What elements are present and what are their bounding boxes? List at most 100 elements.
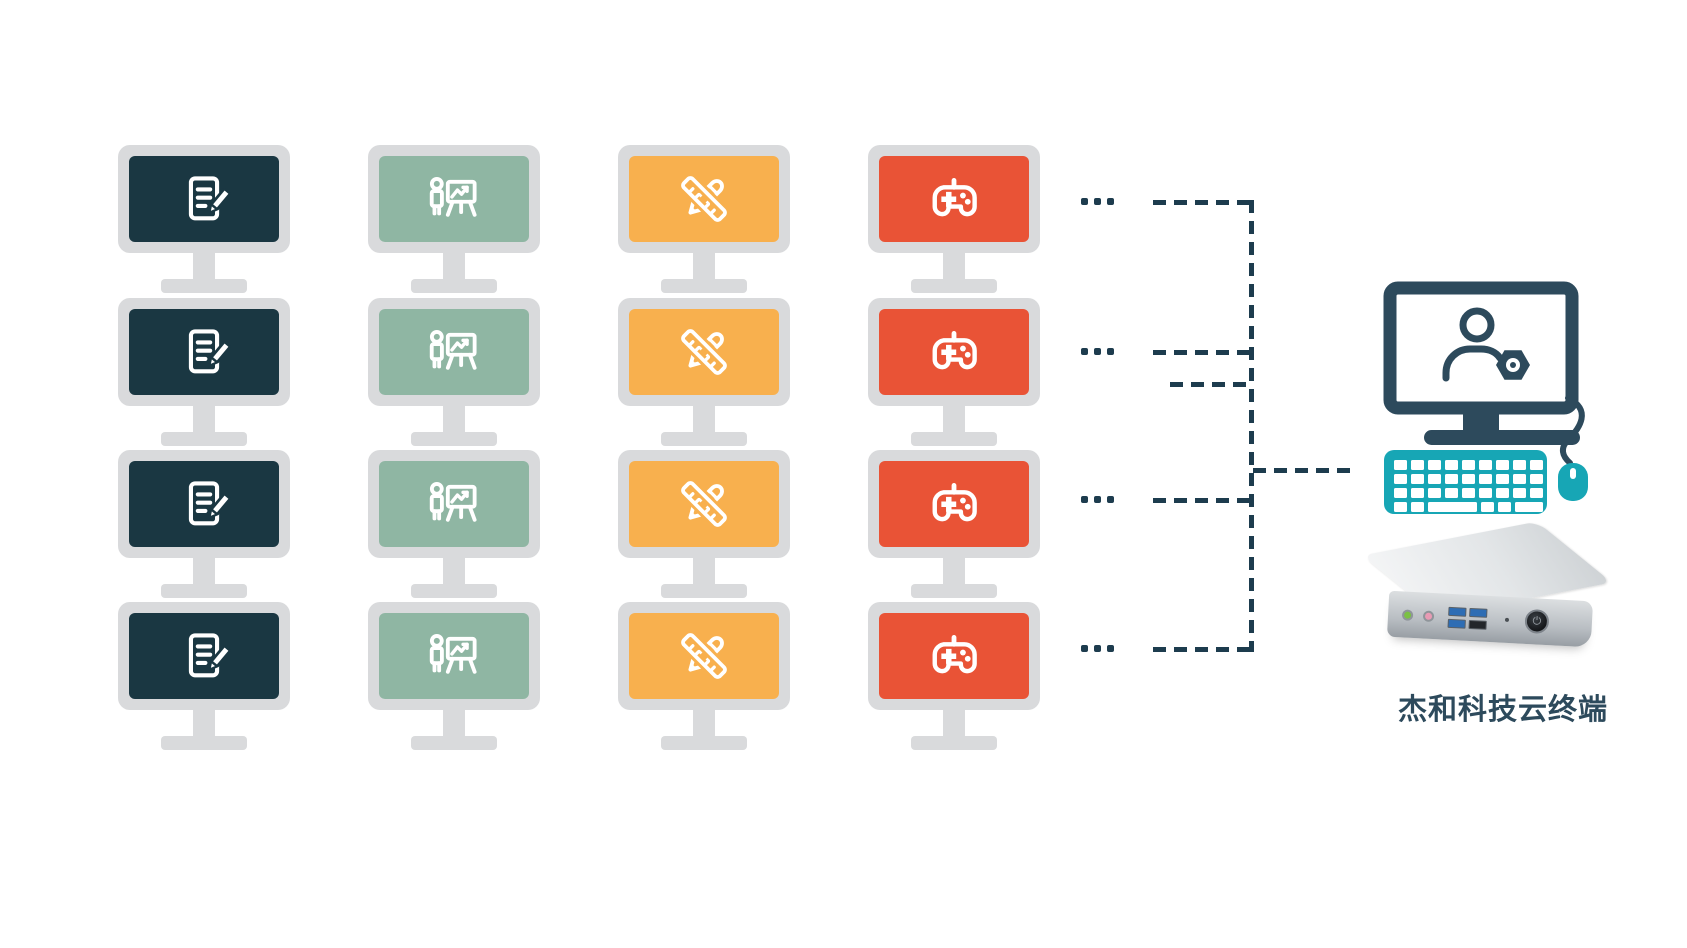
client-monitor-design-row3 bbox=[618, 450, 790, 598]
monitor-stand-neck bbox=[443, 406, 465, 434]
monitor-stand-neck bbox=[443, 710, 465, 738]
client-monitor-gaming-row1 bbox=[868, 145, 1040, 293]
client-monitor-presentation-row2 bbox=[368, 298, 540, 446]
document-edit-icon bbox=[188, 481, 232, 526]
monitor-stand-neck bbox=[443, 253, 465, 281]
client-monitor-documents-row4 bbox=[118, 602, 290, 750]
monitor-stand-base bbox=[661, 584, 747, 598]
monitor-stand-base bbox=[161, 736, 247, 750]
client-monitor-presentation-row3 bbox=[368, 450, 540, 598]
ellipsis-dot bbox=[1107, 198, 1114, 205]
mic-in-jack bbox=[1422, 610, 1435, 622]
gamepad-icon bbox=[932, 331, 977, 370]
monitor-screen bbox=[379, 156, 529, 242]
keyboard-keys bbox=[1394, 460, 1543, 512]
ellipsis-dot bbox=[1107, 496, 1114, 503]
mini-pc-front-panel: ⏻ bbox=[1386, 590, 1594, 648]
host-terminal-illustration bbox=[1383, 281, 1588, 514]
monitor-stand-neck bbox=[193, 406, 215, 434]
monitor-stand-base bbox=[411, 736, 497, 750]
monitor-stand-neck bbox=[943, 710, 965, 738]
mini-pc-device: ⏻ bbox=[1362, 521, 1612, 658]
host-mouse bbox=[1558, 463, 1588, 501]
user-gear-icon bbox=[1442, 307, 1530, 382]
document-edit-icon bbox=[188, 633, 232, 678]
monitor-bezel bbox=[368, 145, 540, 253]
monitor-stand-neck bbox=[693, 558, 715, 586]
monitor-bezel bbox=[618, 145, 790, 253]
client-monitor-gaming-row2 bbox=[868, 298, 1040, 446]
monitor-stand-neck bbox=[193, 710, 215, 738]
connector-left-stub bbox=[1170, 382, 1251, 387]
host-monitor-base bbox=[1424, 430, 1580, 445]
monitor-screen bbox=[629, 461, 779, 547]
monitor-stand-neck bbox=[943, 406, 965, 434]
client-monitor-gaming-row3 bbox=[868, 450, 1040, 598]
client-monitor-design-row4 bbox=[618, 602, 790, 750]
monitor-stand-neck bbox=[193, 253, 215, 281]
monitor-stand-neck bbox=[943, 558, 965, 586]
monitor-screen bbox=[129, 613, 279, 699]
ellipsis-dot bbox=[1094, 645, 1101, 652]
monitor-stand-base bbox=[161, 432, 247, 446]
monitor-stand-base bbox=[161, 584, 247, 598]
monitor-stand-neck bbox=[943, 253, 965, 281]
ellipsis-dot bbox=[1094, 348, 1101, 355]
ruler-pencil-icon bbox=[678, 478, 730, 530]
row-connector-line bbox=[1153, 350, 1251, 355]
ellipsis-dot bbox=[1107, 645, 1114, 652]
monitor-bezel bbox=[618, 298, 790, 406]
monitor-screen bbox=[879, 461, 1029, 547]
ellipsis-dot bbox=[1081, 645, 1088, 652]
monitor-screen bbox=[879, 309, 1029, 395]
monitor-stand-base bbox=[161, 279, 247, 293]
monitor-stand-base bbox=[411, 584, 497, 598]
row-connector-line bbox=[1153, 647, 1251, 652]
ruler-pencil-icon bbox=[678, 173, 730, 225]
monitor-stand-base bbox=[411, 279, 497, 293]
document-edit-icon bbox=[188, 329, 232, 374]
monitor-stand-base bbox=[661, 432, 747, 446]
client-monitor-gaming-row4 bbox=[868, 602, 1040, 750]
monitor-stand-base bbox=[911, 584, 997, 598]
ellipsis-dot bbox=[1094, 496, 1101, 503]
row-connector-line bbox=[1153, 498, 1251, 503]
monitor-bezel bbox=[868, 450, 1040, 558]
presentation-chart-icon bbox=[429, 176, 477, 217]
monitor-stand-neck bbox=[693, 406, 715, 434]
ruler-pencil-icon bbox=[678, 630, 730, 682]
ellipsis-dot bbox=[1107, 348, 1114, 355]
monitor-stand-neck bbox=[443, 558, 465, 586]
presentation-chart-icon bbox=[429, 329, 477, 370]
power-button-icon: ⏻ bbox=[1524, 608, 1550, 635]
presentation-chart-icon bbox=[429, 481, 477, 522]
monitor-stand-neck bbox=[693, 710, 715, 738]
ellipsis-dot bbox=[1081, 496, 1088, 503]
monitor-bezel bbox=[118, 145, 290, 253]
monitor-bezel bbox=[118, 450, 290, 558]
monitor-bezel bbox=[618, 602, 790, 710]
client-monitor-presentation-row4 bbox=[368, 602, 540, 750]
monitor-screen bbox=[379, 461, 529, 547]
monitor-stand-base bbox=[411, 432, 497, 446]
usb3-port bbox=[1469, 607, 1488, 618]
monitor-bezel bbox=[118, 602, 290, 710]
client-monitor-design-row1 bbox=[618, 145, 790, 293]
monitor-bezel bbox=[368, 450, 540, 558]
audio-out-jack bbox=[1401, 608, 1414, 621]
usb3-port bbox=[1448, 606, 1467, 617]
monitor-screen bbox=[129, 309, 279, 395]
monitor-screen bbox=[379, 613, 529, 699]
monitor-bezel bbox=[868, 602, 1040, 710]
client-monitor-documents-row1 bbox=[118, 145, 290, 293]
gamepad-icon bbox=[932, 483, 977, 522]
connector-right-stub bbox=[1253, 468, 1353, 473]
presentation-chart-icon bbox=[429, 633, 477, 674]
connector-trunk-line bbox=[1249, 200, 1254, 652]
monitor-bezel bbox=[618, 450, 790, 558]
document-edit-icon bbox=[188, 176, 232, 221]
monitor-screen bbox=[129, 156, 279, 242]
monitor-stand-base bbox=[911, 432, 997, 446]
ellipsis-dot bbox=[1081, 198, 1088, 205]
